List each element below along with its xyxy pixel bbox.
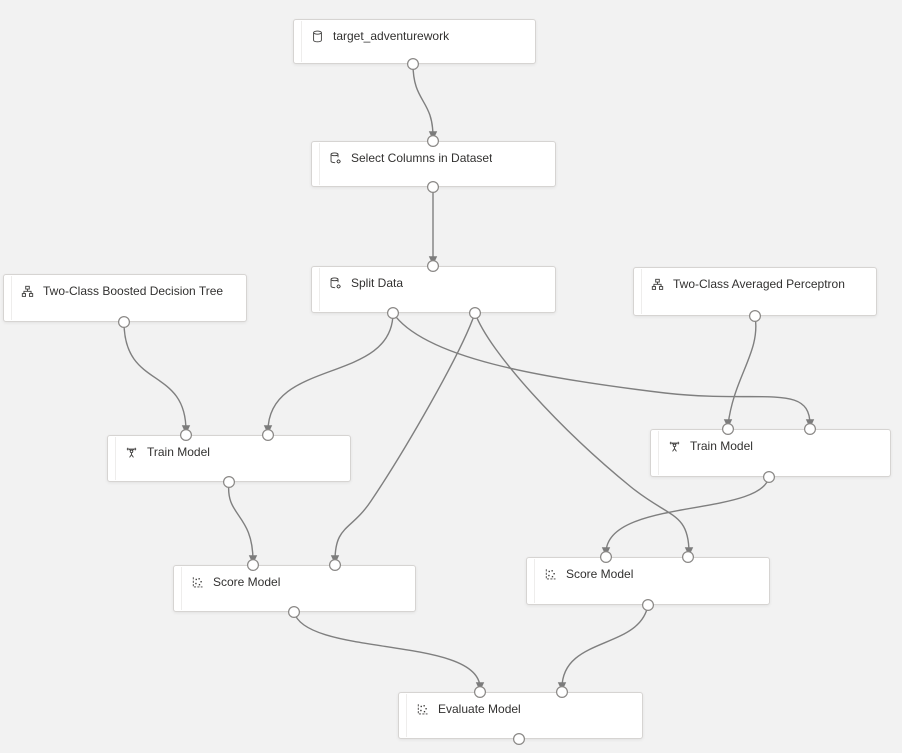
scatter-icon	[416, 703, 429, 716]
input-port-split-data[interactable]	[427, 260, 440, 273]
output-port-two-class-averaged-perceptron[interactable]	[748, 310, 761, 323]
input-port-train-model-right[interactable]	[803, 423, 816, 436]
node-label: Score Model	[213, 575, 281, 589]
database-gear-icon	[329, 277, 342, 290]
node-train-model-left[interactable]: Train Model	[107, 435, 351, 482]
edge-target-adventurework-to-select-columns[interactable]	[412, 63, 434, 138]
input-port-evaluate-model[interactable]	[555, 685, 568, 698]
scatter-icon	[544, 568, 557, 581]
input-port-score-model-right[interactable]	[681, 550, 694, 563]
edge-train-model-right-to-score-model-right[interactable]	[605, 476, 770, 554]
node-two-class-averaged-perceptron[interactable]: Two-Class Averaged Perceptron	[633, 267, 877, 316]
database-gear-icon	[329, 152, 342, 165]
output-port-target-adventurework[interactable]	[407, 57, 420, 70]
input-port-score-model-left[interactable]	[247, 558, 260, 571]
edge-split-data-to-score-model-left[interactable]	[334, 312, 476, 562]
edge-split-data-to-train-model-left[interactable]	[267, 312, 394, 432]
input-port-train-model-left[interactable]	[180, 429, 193, 442]
output-port-train-model-left[interactable]	[223, 476, 236, 489]
output-port-evaluate-model[interactable]	[512, 732, 525, 745]
node-label: Score Model	[566, 567, 634, 581]
node-label: Evaluate Model	[438, 702, 521, 716]
train-icon	[125, 446, 138, 459]
node-split-data[interactable]: Split Data	[311, 266, 556, 313]
node-label: Train Model	[147, 445, 210, 459]
node-train-model-right[interactable]: Train Model	[650, 429, 891, 477]
output-port-select-columns[interactable]	[427, 181, 440, 194]
database-icon	[311, 30, 324, 43]
node-evaluate-model[interactable]: Evaluate Model	[398, 692, 643, 739]
node-two-class-boosted-decision-tree[interactable]: Two-Class Boosted Decision Tree	[3, 274, 247, 322]
output-port-train-model-right[interactable]	[762, 471, 775, 484]
hierarchy-icon	[651, 278, 664, 291]
node-score-model-left[interactable]: Score Model	[173, 565, 416, 612]
input-port-select-columns[interactable]	[427, 135, 440, 148]
output-port-split-data[interactable]	[469, 307, 482, 320]
node-label: Two-Class Averaged Perceptron	[673, 277, 845, 291]
input-port-train-model-right[interactable]	[721, 423, 734, 436]
train-icon	[668, 440, 681, 453]
input-port-train-model-left[interactable]	[262, 429, 275, 442]
node-label: Split Data	[351, 276, 404, 290]
hierarchy-icon	[21, 285, 34, 298]
node-score-model-right[interactable]: Score Model	[526, 557, 770, 605]
node-label: target_adventurework	[333, 29, 450, 43]
input-port-score-model-right[interactable]	[599, 550, 612, 563]
output-port-score-model-right[interactable]	[641, 598, 654, 611]
edge-split-data-to-score-model-right[interactable]	[474, 312, 690, 554]
node-label: Train Model	[690, 439, 753, 453]
edge-train-model-left-to-score-model-left[interactable]	[227, 481, 254, 562]
scatter-icon	[191, 576, 204, 589]
edge-split-data-to-train-model-right[interactable]	[392, 312, 811, 426]
node-label: Select Columns in Dataset	[351, 151, 493, 165]
edge-two-class-boosted-decision-tree-to-train-model-left[interactable]	[123, 321, 187, 432]
output-port-two-class-boosted-decision-tree[interactable]	[117, 316, 130, 329]
input-port-score-model-left[interactable]	[329, 558, 342, 571]
edge-score-model-right-to-evaluate-model[interactable]	[561, 604, 649, 689]
output-port-score-model-left[interactable]	[288, 605, 301, 618]
node-target-adventurework[interactable]: target_adventurework	[293, 19, 536, 64]
input-port-evaluate-model[interactable]	[474, 685, 487, 698]
edge-two-class-averaged-perceptron-to-train-model-right[interactable]	[727, 315, 757, 426]
node-select-columns[interactable]: Select Columns in Dataset	[311, 141, 556, 187]
node-label: Two-Class Boosted Decision Tree	[43, 284, 224, 298]
output-port-split-data[interactable]	[387, 307, 400, 320]
edge-score-model-left-to-evaluate-model[interactable]	[293, 611, 481, 689]
